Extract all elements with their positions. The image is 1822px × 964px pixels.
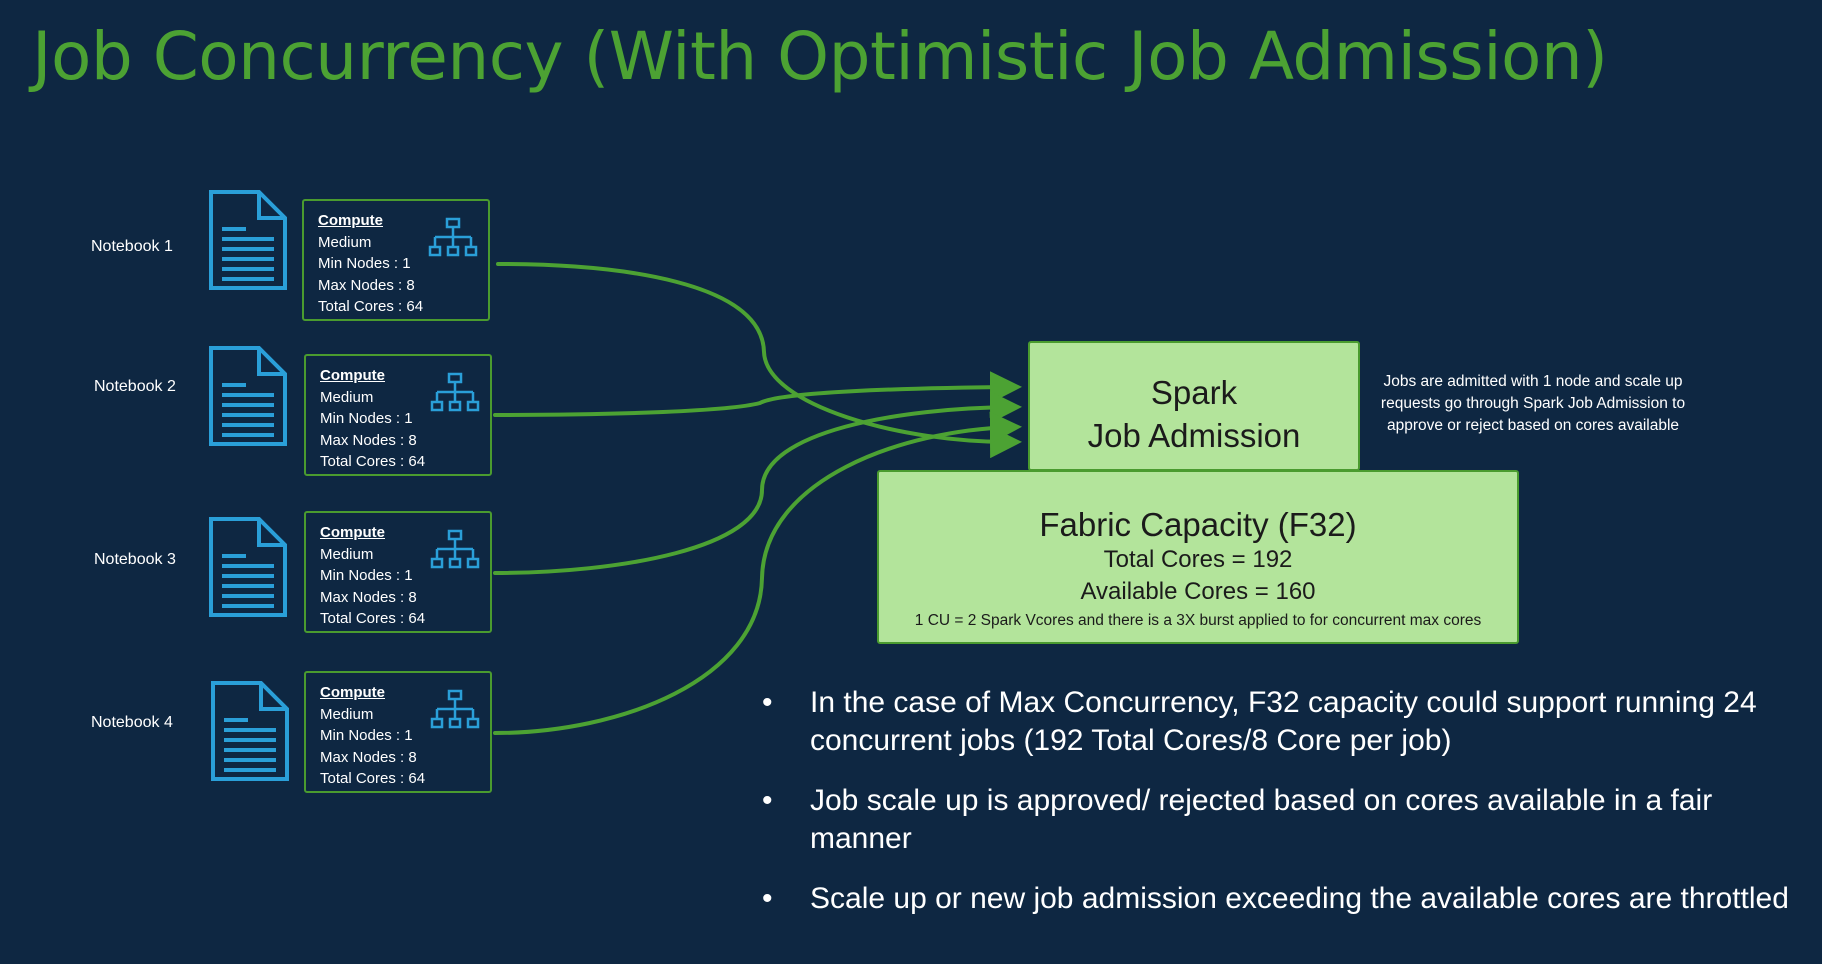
fabric-available-cores: Available Cores = 160 [1080,578,1316,605]
compute-max-nodes: Max Nodes : 8 [320,588,417,606]
bullet-item: • Scale up or new job admission exceeding… [760,880,1800,918]
compute-heading: Compute [320,367,385,384]
compute-total-cores: Total Cores : 64 [320,610,426,627]
compute-size: Medium [320,388,374,406]
compute-total-cores: Total Cores : 64 [318,298,424,315]
bullet-dot: • [762,784,773,817]
compute-box-notebook-3: Compute Medium Min Nodes : 1 Max Nodes :… [304,511,492,633]
bullet-item: • Job scale up is approved/ rejected base… [760,782,1800,858]
document-icon [209,346,287,446]
network-hierarchy-icon [430,529,480,569]
compute-box-notebook-4: Compute Medium Min Nodes : 1 Max Nodes :… [304,671,492,793]
bullet-item: • In the case of Max Concurrency, F32 cap… [760,684,1800,760]
fabric-total-cores: Total Cores = 192 [1103,546,1293,573]
spark-title-line1: Spark [1150,374,1238,411]
connector-notebook-3 [493,391,1022,575]
compute-min-nodes: Min Nodes : 1 [320,410,413,427]
fabric-capacity-box: Fabric Capacity (F32) Total Cores = 192 … [877,470,1519,644]
spark-title-line2: Job Admission [1087,417,1301,454]
fabric-capacity-title: Fabric Capacity (F32) [1039,506,1357,543]
compute-total-cores: Total Cores : 64 [320,770,426,787]
bullet-text: In the case of Max Concurrency, F32 capa… [810,686,1757,757]
network-hierarchy-icon [428,217,478,257]
compute-max-nodes: Max Nodes : 8 [320,748,417,766]
notebook-4-label: Notebook 4 [91,714,173,731]
bullet-text: Job scale up is approved/ rejected based… [810,784,1713,855]
bullet-dot: • [762,686,773,719]
connector-notebook-2 [493,371,1022,417]
compute-box-notebook-1: Compute Medium Min Nodes : 1 Max Nodes :… [302,199,490,321]
connector-notebook-1 [496,262,1022,459]
compute-min-nodes: Min Nodes : 1 [318,255,411,272]
compute-max-nodes: Max Nodes : 8 [320,431,417,449]
fabric-capacity-note: 1 CU = 2 Spark Vcores and there is a 3X … [914,612,1482,629]
network-hierarchy-icon [430,689,480,729]
compute-box-notebook-2: Compute Medium Min Nodes : 1 Max Nodes :… [304,354,492,476]
compute-size: Medium [320,545,374,563]
spark-admission-note: Jobs are admitted with 1 node and scale … [1380,373,1686,434]
notebook-1-label: Notebook 1 [91,238,173,255]
compute-heading: Compute [318,212,383,229]
compute-min-nodes: Min Nodes : 1 [320,567,413,584]
bullet-list: • In the case of Max Concurrency, F32 cap… [760,684,1800,940]
compute-size: Medium [318,233,372,251]
compute-size: Medium [320,705,374,723]
document-icon [211,681,289,781]
document-icon [209,190,287,290]
compute-heading: Compute [320,524,385,541]
compute-max-nodes: Max Nodes : 8 [318,276,415,294]
compute-total-cores: Total Cores : 64 [320,453,426,470]
document-icon [209,517,287,617]
compute-heading: Compute [320,684,385,701]
notebook-2-label: Notebook 2 [94,378,176,395]
page-title: Job Concurrency (With Optimistic Job Adm… [32,18,1608,95]
notebook-3-label: Notebook 3 [94,551,176,568]
bullet-dot: • [762,882,773,915]
connector-notebook-4 [493,411,1022,735]
bullet-text: Scale up or new job admission exceeding … [810,882,1789,915]
network-hierarchy-icon [430,372,480,412]
spark-job-admission-box: Spark Job Admission [1028,341,1360,471]
compute-min-nodes: Min Nodes : 1 [320,727,413,744]
